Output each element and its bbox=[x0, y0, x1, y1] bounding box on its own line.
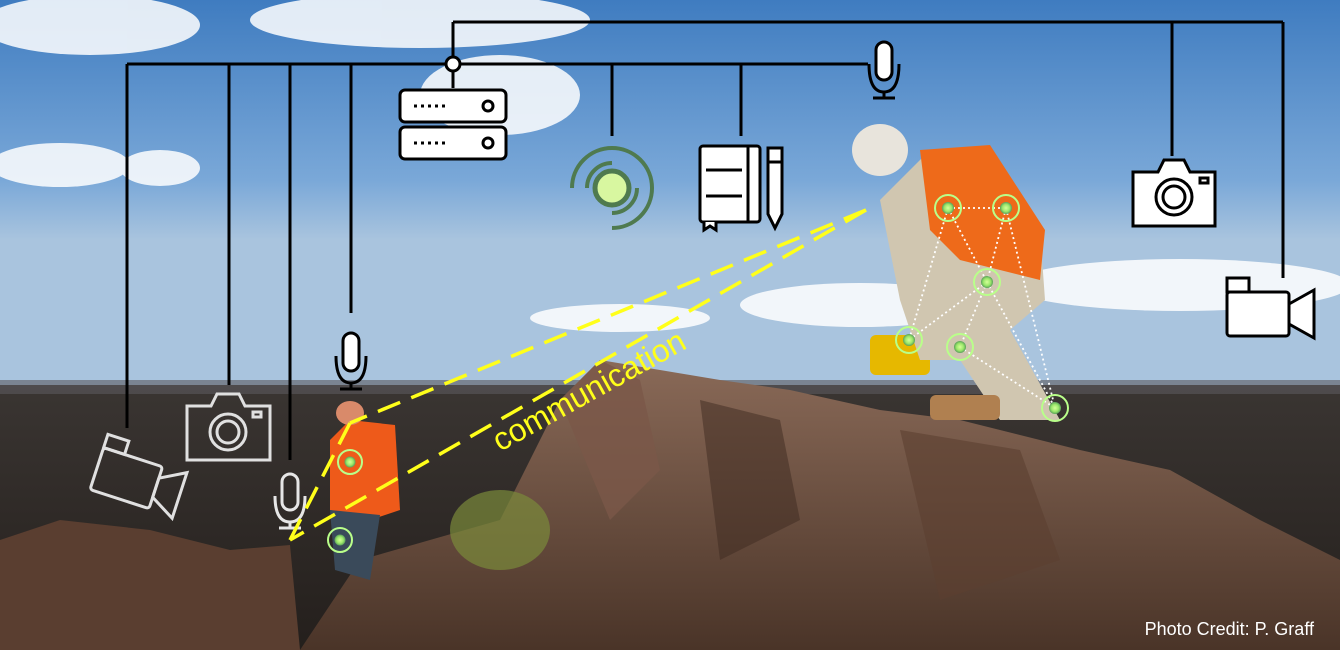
sensor-node-icon bbox=[337, 449, 363, 475]
pen-icon bbox=[766, 146, 784, 232]
sensor-node-icon bbox=[1041, 394, 1069, 422]
sensor-node-icon bbox=[934, 194, 962, 222]
sensor-node-icon-group bbox=[327, 194, 1069, 553]
sensor-node-icon bbox=[895, 326, 923, 354]
notebook-icon bbox=[698, 144, 762, 233]
central-rock-outcrop bbox=[300, 360, 1340, 650]
sensor-node-icon bbox=[946, 333, 974, 361]
server-icon bbox=[398, 88, 508, 161]
communication-link bbox=[288, 208, 867, 542]
network-hub-node bbox=[444, 55, 462, 73]
camera-icon-left bbox=[185, 392, 272, 462]
body-sensor-links bbox=[908, 207, 1056, 409]
sensor-node-icon bbox=[992, 194, 1020, 222]
microphone-icon-left bbox=[334, 331, 368, 391]
beacon-icon bbox=[570, 146, 654, 230]
sensor-node-icon bbox=[327, 527, 353, 553]
video-camera-icon-left bbox=[89, 432, 190, 522]
foreground-rocks-left bbox=[0, 520, 300, 650]
microphone-icon-top bbox=[867, 40, 901, 100]
photo-credit: Photo Credit: P. Graff bbox=[1144, 619, 1314, 639]
network-lines bbox=[125, 20, 1285, 460]
shrub bbox=[450, 490, 550, 570]
camera-icon-right bbox=[1131, 158, 1217, 228]
scientist-left bbox=[330, 401, 400, 580]
video-camera-icon-right bbox=[1225, 276, 1316, 341]
sensor-node-icon bbox=[973, 268, 1001, 296]
